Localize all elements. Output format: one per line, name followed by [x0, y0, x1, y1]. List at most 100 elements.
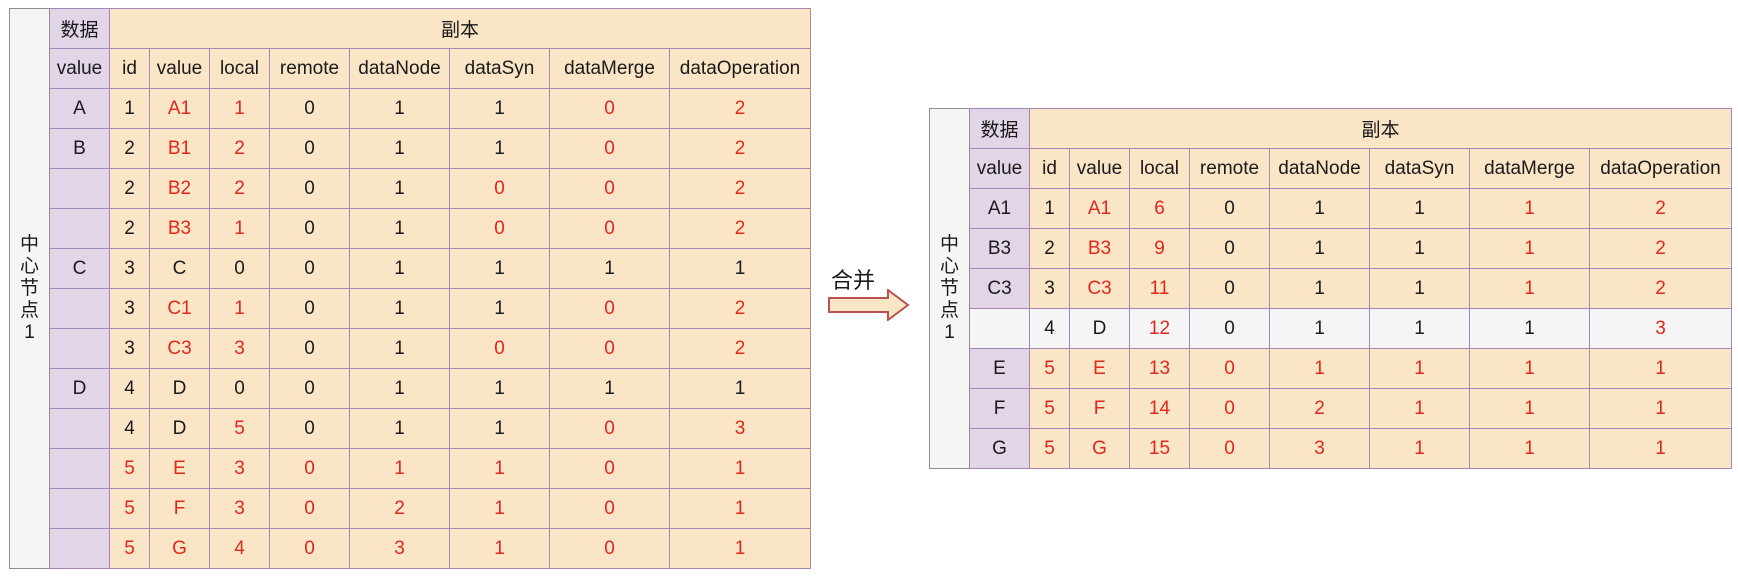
data-value-cell	[49, 288, 110, 329]
table-cell: F	[149, 488, 210, 529]
data-value-cell	[969, 308, 1030, 349]
table-cell: 0	[269, 328, 350, 369]
table-cell: C3	[149, 328, 210, 369]
table-cell: 0	[549, 408, 670, 449]
table-cell: 3	[109, 288, 150, 329]
table-cell: 2	[1269, 388, 1370, 429]
table-cell: 1	[1469, 348, 1590, 389]
table-cell: 6	[1129, 188, 1190, 229]
table-cell: 0	[1189, 268, 1270, 309]
table-cell: 2	[668, 328, 812, 369]
table-cell: 1	[349, 408, 450, 449]
table-cell: 5	[109, 528, 150, 569]
table-cell: 1	[1369, 228, 1470, 269]
table-cell: 0	[209, 368, 270, 409]
table-row: C3 3 C3 11 0 1 1 1 2	[930, 268, 1733, 309]
table-cell: 0	[549, 128, 670, 169]
table-cell: 0	[1189, 228, 1270, 269]
table-cell: 1	[349, 208, 450, 249]
table-cell: D	[149, 368, 210, 409]
table-cell: 3	[209, 328, 270, 369]
table-cell: 5	[209, 408, 270, 449]
table-cell: C	[149, 248, 210, 289]
table-cell: 1	[449, 448, 550, 489]
table-cell: 1	[1469, 308, 1590, 349]
table-row: 3 C3 3 0 1 0 0 2	[10, 328, 812, 369]
table-cell: B3	[1069, 228, 1130, 269]
table-cell: 2	[109, 168, 150, 209]
table-cell: 5	[1029, 428, 1070, 469]
table-row: 5 G 4 0 3 1 0 1	[10, 528, 812, 569]
table-cell: G	[1069, 428, 1130, 469]
table-cell: 1	[1369, 268, 1470, 309]
table-cell: E	[1069, 348, 1130, 389]
table-row: 4 D 5 0 1 1 0 3	[10, 408, 812, 449]
table-cell: 2	[349, 488, 450, 529]
table-cell: 2	[109, 208, 150, 249]
table-cell: 4	[109, 368, 150, 409]
table-cell: 1	[1588, 388, 1733, 429]
table-cell: 1	[349, 88, 450, 129]
table-cell: 1	[668, 488, 812, 529]
table-row: 2 B3 1 0 1 0 0 2	[10, 208, 812, 249]
table-cell: 0	[269, 88, 350, 129]
column-header: value	[1069, 148, 1130, 189]
table-row: 2 B2 2 0 1 0 0 2	[10, 168, 812, 209]
table-cell: 3	[668, 408, 812, 449]
table-cell: 0	[269, 168, 350, 209]
table-cell: 1	[1269, 268, 1370, 309]
value-header: value	[49, 48, 110, 89]
table-cell: 4	[109, 408, 150, 449]
table-cell: 2	[668, 168, 812, 209]
table-cell: 0	[549, 168, 670, 209]
table-cell: D	[149, 408, 210, 449]
table-cell: 0	[549, 528, 670, 569]
table-cell: 2	[1029, 228, 1070, 269]
table-row: B3 2 B3 9 0 1 1 1 2	[930, 228, 1733, 269]
table-cell: 1	[1269, 228, 1370, 269]
table-cell: 1	[1029, 188, 1070, 229]
column-header: remote	[1189, 148, 1270, 189]
table-cell: 1	[209, 88, 270, 129]
table-cell: 0	[1189, 348, 1270, 389]
table-cell: 0	[549, 328, 670, 369]
table-cell: 2	[1588, 188, 1733, 229]
table-cell: 5	[1029, 388, 1070, 429]
table-cell: 2	[668, 88, 812, 129]
table-row: B 2 B1 2 0 1 1 0 2	[10, 128, 812, 169]
table-cell: 0	[269, 528, 350, 569]
merge-arrow-icon	[828, 289, 910, 321]
table-cell: 3	[209, 488, 270, 529]
table-cell: 2	[209, 128, 270, 169]
table-cell: 0	[269, 288, 350, 329]
table-row: 4 D 12 0 1 1 1 3	[930, 308, 1733, 349]
column-header: remote	[269, 48, 350, 89]
table-cell: 1	[1469, 268, 1590, 309]
data-value-cell: B	[49, 128, 110, 169]
table-cell: 0	[1189, 388, 1270, 429]
table-cell: 1	[1369, 188, 1470, 229]
data-value-cell	[49, 448, 110, 489]
table-row: D 4 D 0 0 1 1 1 1	[10, 368, 812, 409]
table-cell: 0	[1189, 188, 1270, 229]
column-header: id	[1029, 148, 1070, 189]
table-cell: 3	[109, 328, 150, 369]
table-cell: 1	[449, 528, 550, 569]
table-cell: 1	[668, 448, 812, 489]
table-cell: 2	[1588, 268, 1733, 309]
table-cell: 0	[209, 248, 270, 289]
column-header: dataMerge	[549, 48, 670, 89]
table-cell: 4	[209, 528, 270, 569]
table-cell: 5	[109, 488, 150, 529]
table-cell: 1	[1369, 348, 1470, 389]
table-cell: 1	[349, 448, 450, 489]
data-header: 数据	[49, 8, 110, 49]
table-cell: 1	[349, 248, 450, 289]
table-cell: 1	[349, 288, 450, 329]
table-cell: G	[149, 528, 210, 569]
table-cell: 5	[109, 448, 150, 489]
